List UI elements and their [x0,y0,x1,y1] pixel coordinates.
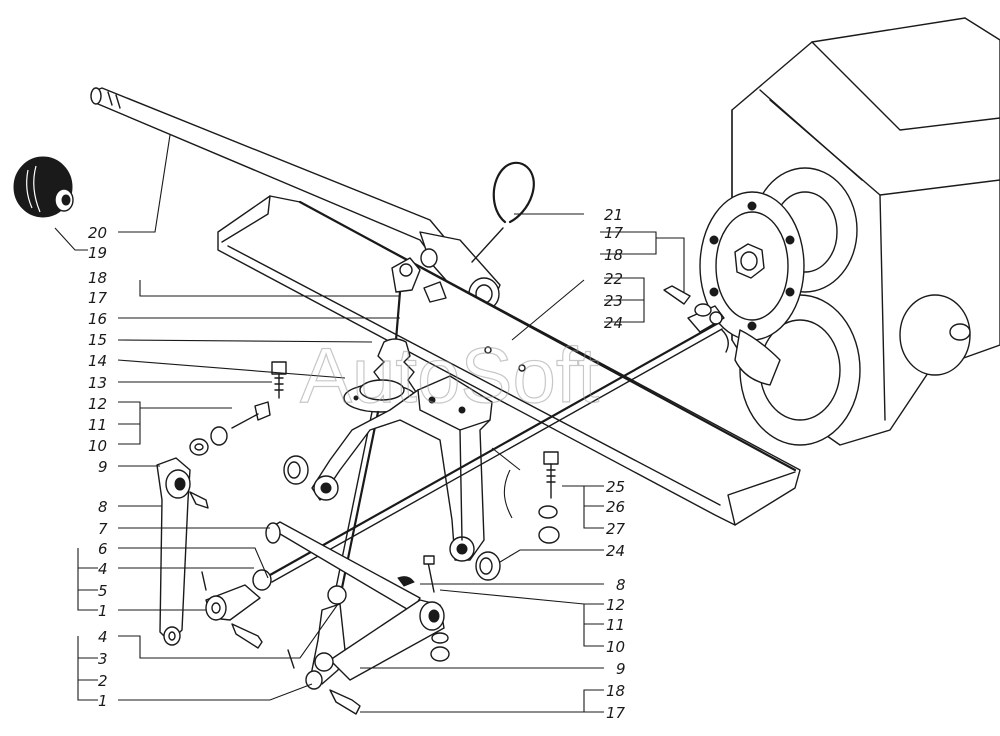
callout-16: 16 [88,310,107,328]
callout-24b: 24 [606,542,625,560]
leader-lines [54,134,685,713]
callout-17r: 17 [604,224,624,242]
callout-18b: 18 [606,682,625,700]
frame-rail-icon [217,195,801,526]
callout-10: 10 [88,437,107,455]
right-callouts: 21 17 18 22 23 24 25 26 27 24 8 12 11 10… [604,206,626,722]
callout-17: 17 [88,289,108,307]
cross-rod-icon [268,305,729,583]
callout-1b: 1 [98,692,108,710]
callout-19: 19 [88,244,107,262]
callout-6: 6 [98,540,108,558]
callout-11: 11 [88,416,107,434]
left-callouts: 20 19 18 17 16 15 14 13 12 11 10 9 8 7 6… [88,224,108,710]
lock-ring-icon [471,161,535,263]
callout-8r: 8 [616,576,626,594]
gear-knob-icon [13,156,74,218]
callout-12: 12 [88,395,107,413]
watermark: AutoSoft [300,331,600,419]
gearbox-housing-icon [699,17,1000,446]
callout-13: 13 [88,374,107,392]
callout-2: 2 [98,672,108,690]
callout-3: 3 [98,650,108,668]
lower-lever-icon [287,576,445,690]
callout-22: 22 [604,270,623,288]
callout-21: 21 [604,206,623,224]
callout-18r: 18 [604,246,623,264]
bolt-icon [231,285,691,715]
clevis-fork-icon [201,571,261,621]
callout-7: 7 [98,520,108,538]
callout-18: 18 [88,269,107,287]
callout-15: 15 [88,331,107,349]
callout-1a: 1 [98,602,108,620]
callout-12r: 12 [606,596,625,614]
callout-23: 23 [604,292,623,310]
callout-5: 5 [98,582,108,600]
callout-9r: 9 [616,660,626,678]
shift-rod-icon [90,87,501,311]
callout-27: 27 [606,520,626,538]
callout-4b: 4 [98,628,108,646]
lever-icon [156,457,209,646]
callout-8: 8 [98,498,108,516]
cross-shaft-icon [265,521,421,613]
callout-24a: 24 [604,314,623,332]
callout-17b: 17 [606,704,626,722]
callout-25: 25 [606,478,625,496]
clevis-icon [391,257,447,303]
callout-20: 20 [88,224,107,242]
callout-4a: 4 [98,560,108,578]
callout-10r: 10 [606,638,625,656]
callout-14: 14 [88,352,107,370]
bracket-icon [311,375,493,562]
callout-9: 9 [98,458,108,476]
callout-11r: 11 [606,616,625,634]
callout-26: 26 [606,498,625,516]
bushing-icon [283,455,501,581]
